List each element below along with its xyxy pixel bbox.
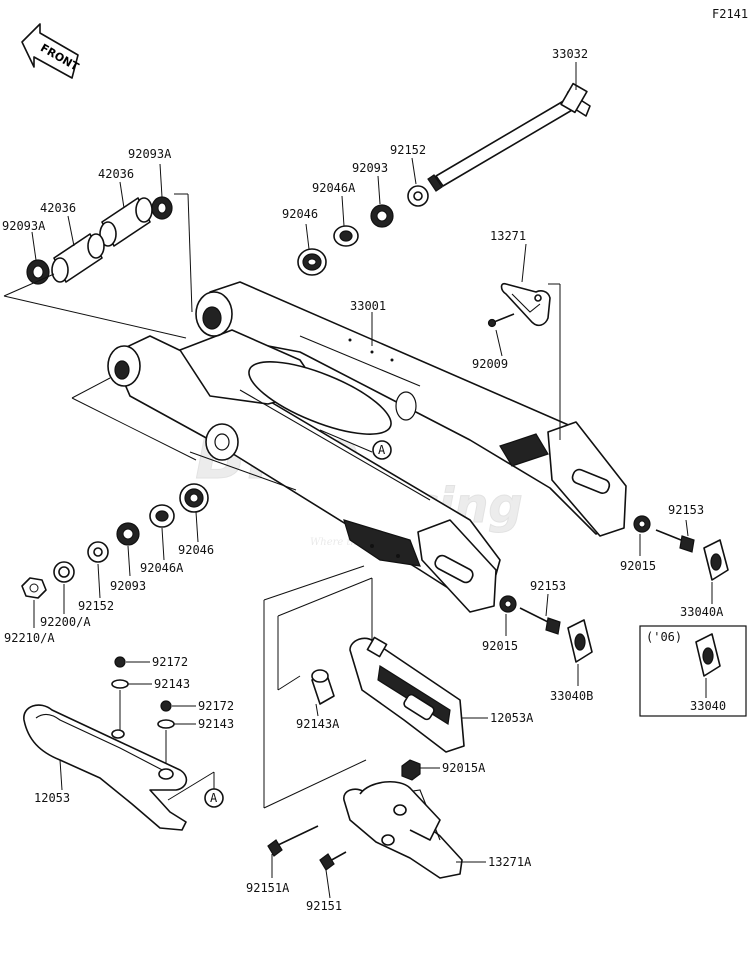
label-92046a-top: 92046A	[312, 181, 356, 195]
year-note: ('06)	[646, 630, 682, 644]
figure-code: F2141	[712, 7, 748, 21]
label-92172-a: 92172	[152, 655, 188, 669]
label-12053: 12053	[34, 791, 70, 805]
label-92143-a: 92143	[154, 677, 190, 691]
label-42036-left: 42036	[40, 201, 76, 215]
label-92046-top: 92046	[282, 207, 318, 221]
screw-upper	[487, 313, 515, 328]
pivot-nut	[21, 577, 47, 599]
label-92200a: 92200/A	[40, 615, 91, 629]
label-92143a: 92143A	[296, 717, 340, 731]
callout-a-upper: A	[319, 429, 392, 460]
label-92153-mid: 92153	[530, 579, 566, 593]
callout-a-upper-label: A	[378, 443, 386, 457]
label-33001: 33001	[350, 299, 386, 313]
bushing-upper	[99, 197, 153, 247]
washer-a	[111, 679, 129, 689]
washer-b	[157, 719, 175, 729]
year-box: ('06)	[639, 625, 747, 717]
adjuster-nut-upper	[633, 515, 651, 533]
seal-left-top	[151, 196, 173, 220]
needle-bearing-bottom	[179, 483, 209, 513]
label-33040: 33040	[690, 699, 726, 713]
label-92015-mid: 92015	[482, 639, 518, 653]
label-92009: 92009	[472, 357, 508, 371]
label-13271a: 13271A	[488, 855, 532, 869]
chain-slider-lower	[343, 781, 463, 879]
label-92093-top: 92093	[352, 161, 388, 175]
nut-92015a	[401, 759, 421, 781]
label-92015-right: 92015	[620, 559, 656, 573]
adjuster-block-a	[703, 539, 729, 581]
collar-92143a	[311, 669, 335, 705]
label-33040a: 33040A	[680, 605, 724, 619]
label-92093-bot: 92093	[110, 579, 146, 593]
screw-b	[160, 700, 172, 712]
chain-guide	[23, 704, 188, 831]
label-92015a: 92015A	[442, 761, 486, 775]
chain-guide-a	[349, 636, 465, 753]
callout-a-lower-label: A	[210, 791, 218, 805]
thin-washer-bottom	[53, 561, 75, 583]
adjuster-nut-lower	[499, 595, 517, 613]
screw-a	[114, 656, 126, 668]
seal-bottom	[116, 522, 140, 546]
label-12053a: 12053A	[490, 711, 534, 725]
chain-slider-upper	[500, 282, 551, 327]
needle-bearing-top	[297, 248, 327, 276]
label-92210a: 92210/A	[4, 631, 55, 645]
label-92046a-bot: 92046A	[140, 561, 184, 575]
label-92152-top: 92152	[390, 143, 426, 157]
label-92093a-left: 92093A	[2, 219, 46, 233]
seal-left-bottom	[26, 259, 50, 285]
washer-bottom	[87, 541, 109, 563]
label-92151a: 92151A	[246, 881, 290, 895]
swingarm-body	[107, 281, 627, 613]
label-92152-bot: 92152	[78, 599, 114, 613]
axle-shaft	[427, 82, 591, 192]
bolt-short-92151	[319, 851, 347, 871]
part-labels: 33032 92152 92093 92046A 92046 92093A 42…	[2, 47, 726, 913]
label-33032: 33032	[552, 47, 588, 61]
label-92153-right: 92153	[668, 503, 704, 517]
label-92143-b: 92143	[198, 717, 234, 731]
label-42036-top: 42036	[98, 167, 134, 181]
bushing-lower	[51, 233, 105, 283]
label-13271: 13271	[490, 229, 526, 243]
bolt-long-92151a	[267, 825, 319, 857]
label-92093a-top: 92093A	[128, 147, 172, 161]
adjuster-bolt-lower	[519, 607, 561, 635]
front-arrow-icon: FRONT	[21, 23, 81, 79]
washer-top	[407, 185, 429, 207]
label-92151: 92151	[306, 899, 342, 913]
adjuster-block-b	[567, 619, 593, 663]
callout-a-lower: A	[167, 771, 224, 808]
collar-bottom	[149, 504, 175, 528]
label-92172-b: 92172	[198, 699, 234, 713]
adjuster-bolt-upper	[655, 529, 695, 553]
label-33040b: 33040B	[550, 689, 593, 703]
label-92046-bot: 92046	[178, 543, 214, 557]
seal-top	[370, 204, 394, 228]
collar-top	[333, 225, 359, 247]
